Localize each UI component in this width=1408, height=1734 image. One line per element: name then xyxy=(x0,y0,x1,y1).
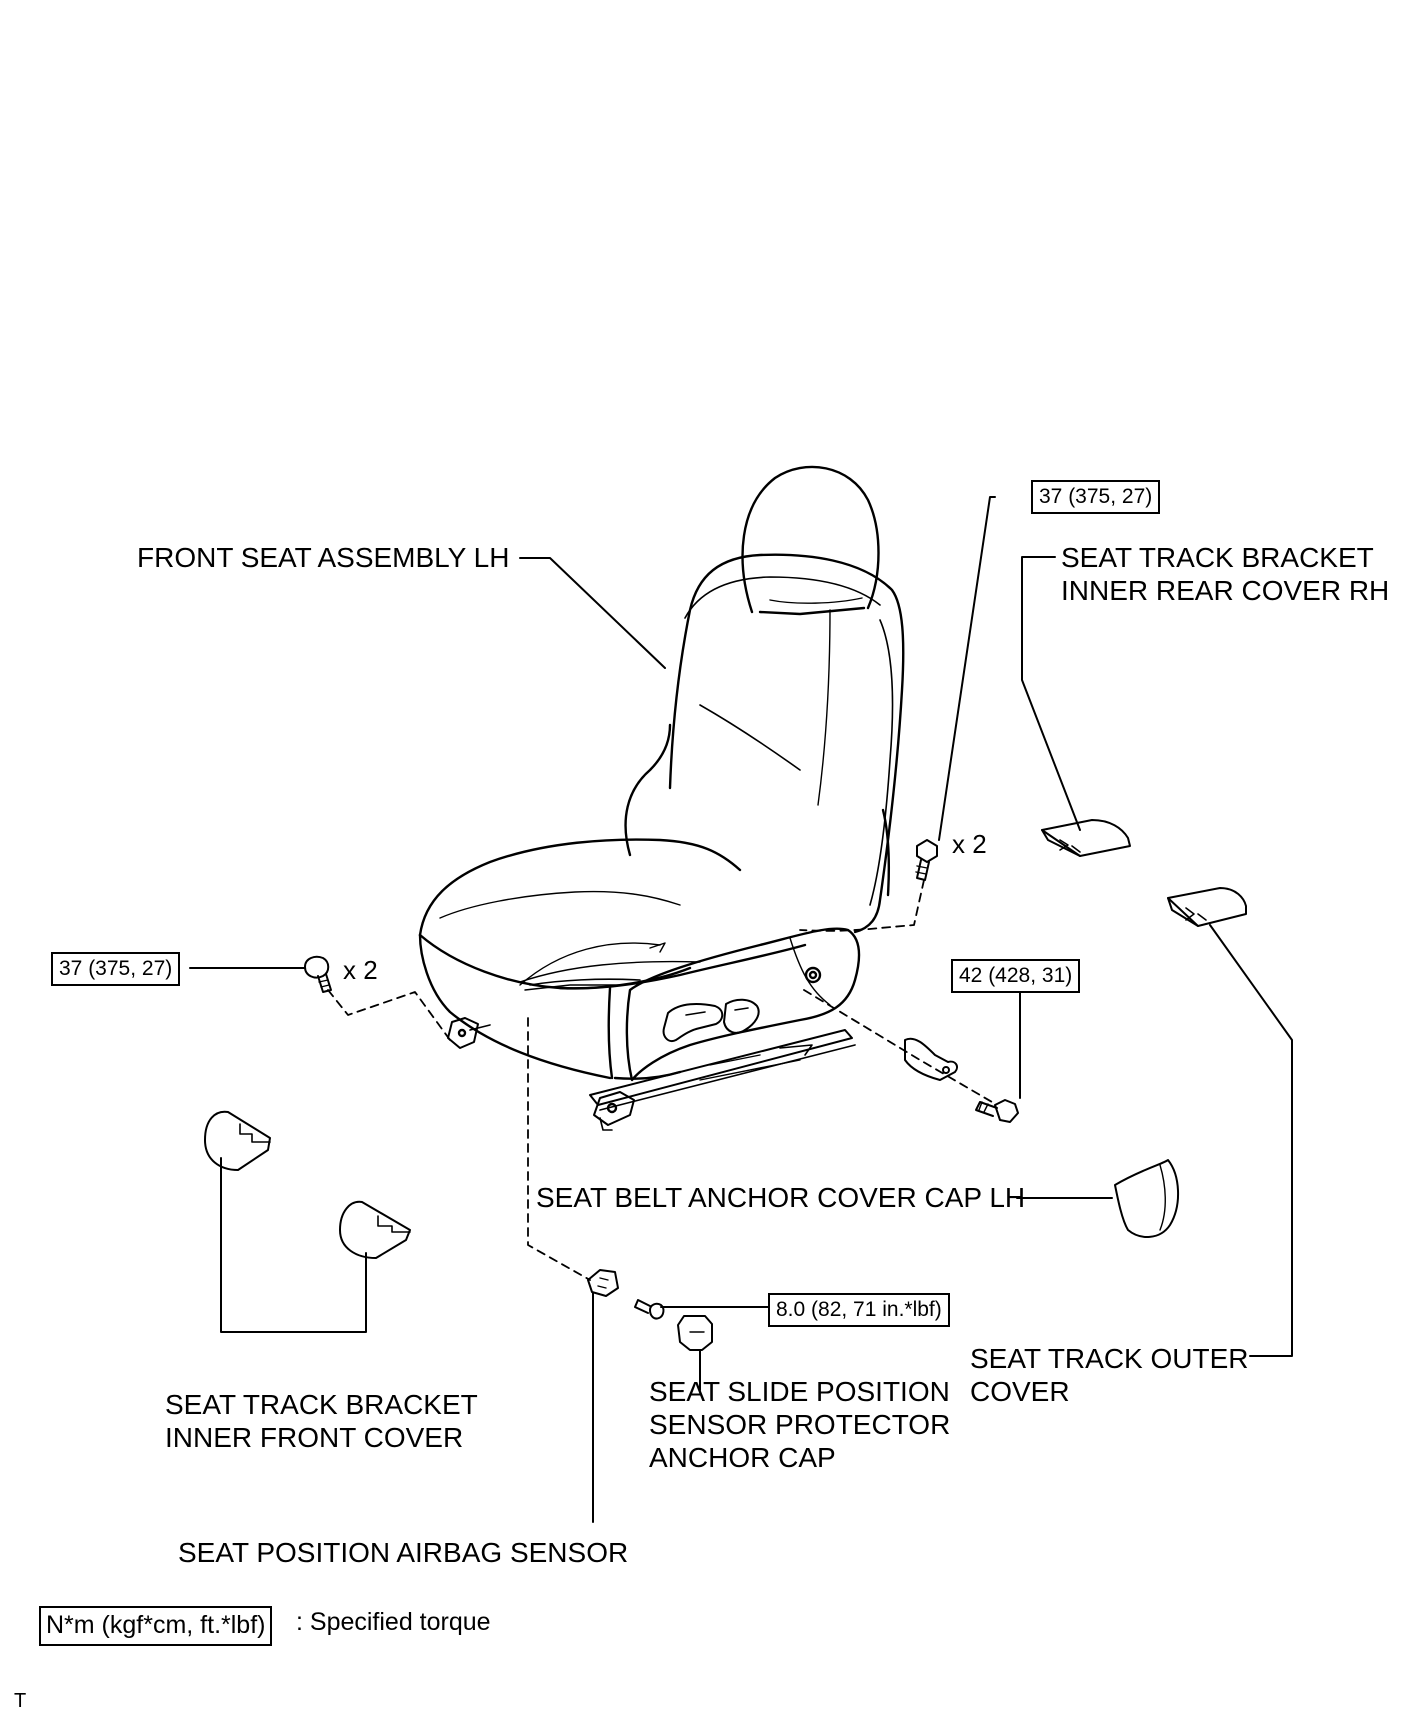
label-belt-anchor-cap: SEAT BELT ANCHOR COVER CAP LH xyxy=(536,1182,1026,1213)
backrest-drawing xyxy=(624,553,905,934)
belt-anchor-drawing xyxy=(904,1037,958,1081)
slide-sensor-cap-drawing xyxy=(677,1315,713,1351)
torque-sensor-bolt: 8.0 (82, 71 in.*lbf) xyxy=(768,1293,950,1327)
multiplier-front-bolts: x 2 xyxy=(343,955,378,985)
bolt-front xyxy=(304,955,332,993)
label-front-seat-assembly: FRONT SEAT ASSEMBLY LH xyxy=(137,542,510,573)
side-shield-drawing xyxy=(625,927,861,1082)
belt-anchor-cap-drawing xyxy=(1114,1159,1180,1238)
label-airbag-sensor: SEAT POSITION AIRBAG SENSOR xyxy=(178,1537,629,1568)
track-outer-cover-drawing xyxy=(1167,887,1247,927)
leader-lines xyxy=(189,496,1293,1523)
label-track-outer-cover: SEAT TRACK OUTER COVER xyxy=(970,1343,1249,1407)
legend-torque-box: N*m (kgf*cm, ft.*lbf) xyxy=(39,1606,273,1646)
dashed-assembly-lines xyxy=(327,879,993,1281)
bolt-rear xyxy=(915,839,938,881)
label-slide-sensor-cap: SEAT SLIDE POSITION SENSOR PROTECTOR ANC… xyxy=(649,1376,951,1473)
corner-mark: T xyxy=(14,1690,27,1712)
legend-torque-text: : Specified torque xyxy=(296,1608,491,1636)
multiplier-rear-bolts: x 2 xyxy=(952,829,987,859)
inner-front-cover-drawing-2 xyxy=(339,1200,411,1259)
label-inner-rear-cover: SEAT TRACK BRACKET INNER REAR COVER RH xyxy=(1061,542,1390,606)
inner-front-cover-drawing-1 xyxy=(204,1110,271,1171)
cushion-drawing xyxy=(418,838,807,1080)
inner-rear-cover-rh-drawing xyxy=(1041,819,1131,857)
bolt-sensor xyxy=(634,1299,665,1320)
bolt-belt-anchor xyxy=(975,1099,1019,1123)
seat-tracks-drawing xyxy=(447,978,856,1131)
headrest-drawing xyxy=(741,465,880,616)
airbag-sensor-drawing xyxy=(587,1269,619,1297)
label-inner-front-cover: SEAT TRACK BRACKET INNER FRONT COVER xyxy=(165,1389,478,1453)
torque-belt-anchor-bolt: 42 (428, 31) xyxy=(951,959,1081,993)
torque-front-bolts: 37 (375, 27) xyxy=(51,952,181,986)
torque-rear-bolts: 37 (375, 27) xyxy=(1031,480,1161,514)
